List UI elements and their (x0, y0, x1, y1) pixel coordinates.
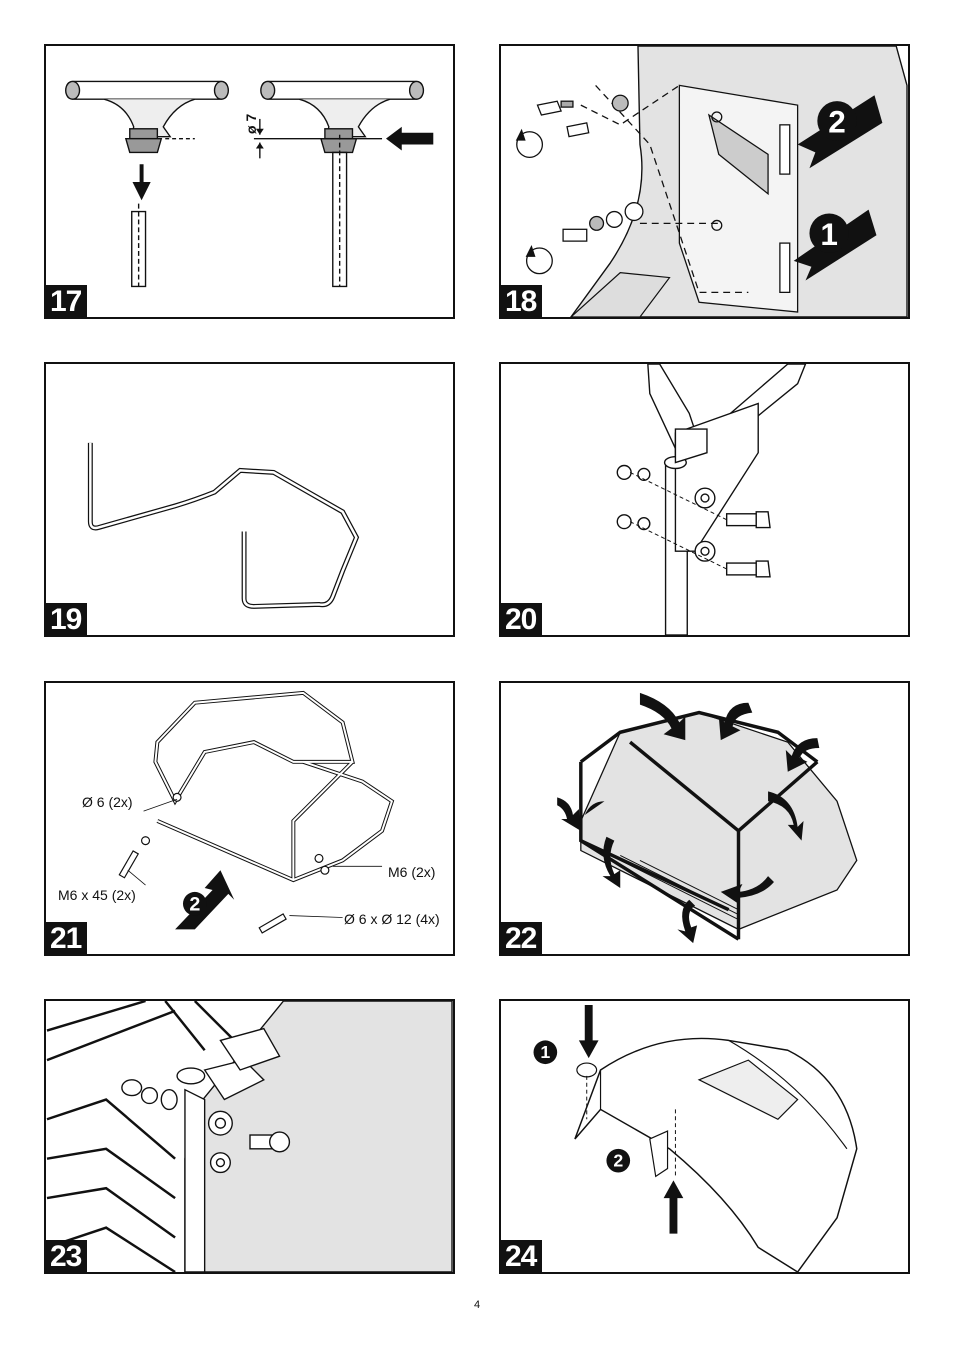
step-19-panel: 19 (44, 362, 455, 637)
grass-bag-bracket-illustration: 2 1 (515, 46, 908, 317)
step-number: 20 (501, 603, 543, 635)
washer-label-b: Ø 6 x Ø 12 (4x) (344, 911, 440, 927)
step-number: 18 (501, 285, 543, 317)
step-17-panel: ø 7 17 (44, 44, 455, 319)
frame-tube-illustration (87, 442, 360, 609)
step-22-panel: 22 (499, 681, 910, 956)
step-number: 21 (46, 922, 88, 954)
diameter-label: ø 7 (243, 113, 259, 134)
callout-2: 2 (613, 1151, 623, 1171)
step-21-panel: 2 Ø 6 (2x) M6 x 45 (2x) M6 (2x) Ø 6 x Ø … (44, 681, 455, 956)
step-23-panel: 23 (44, 999, 455, 1274)
callout-2: 2 (828, 104, 846, 140)
bag-frame-assembly-illustration: 2 (118, 690, 395, 934)
callout-1: 1 (820, 216, 838, 252)
bag-fitting-illustration (557, 692, 858, 944)
step-18-panel: 2 1 18 (499, 44, 910, 319)
step-number: 23 (46, 1240, 88, 1272)
callout-2: 2 (189, 894, 200, 916)
nut-label: M6 (2x) (388, 864, 436, 880)
steering-wheel-illustration (65, 80, 434, 288)
page-number: 4 (473, 1299, 481, 1311)
step-24-panel: 1 2 24 (499, 999, 910, 1274)
step-number: 19 (46, 603, 88, 635)
step-number: 22 (501, 922, 543, 954)
step-number: 17 (46, 285, 88, 317)
step-number: 24 (501, 1240, 543, 1272)
callout-1: 1 (540, 1042, 550, 1062)
washer-label-a: Ø 6 (2x) (82, 794, 133, 810)
bag-cover-illustration: 1 2 (533, 1004, 858, 1272)
bolt-label: M6 x 45 (2x) (58, 887, 136, 903)
bag-bracket-detail-illustration (46, 1001, 453, 1272)
frame-bracket-illustration (616, 364, 807, 635)
step-20-panel: 20 (499, 362, 910, 637)
